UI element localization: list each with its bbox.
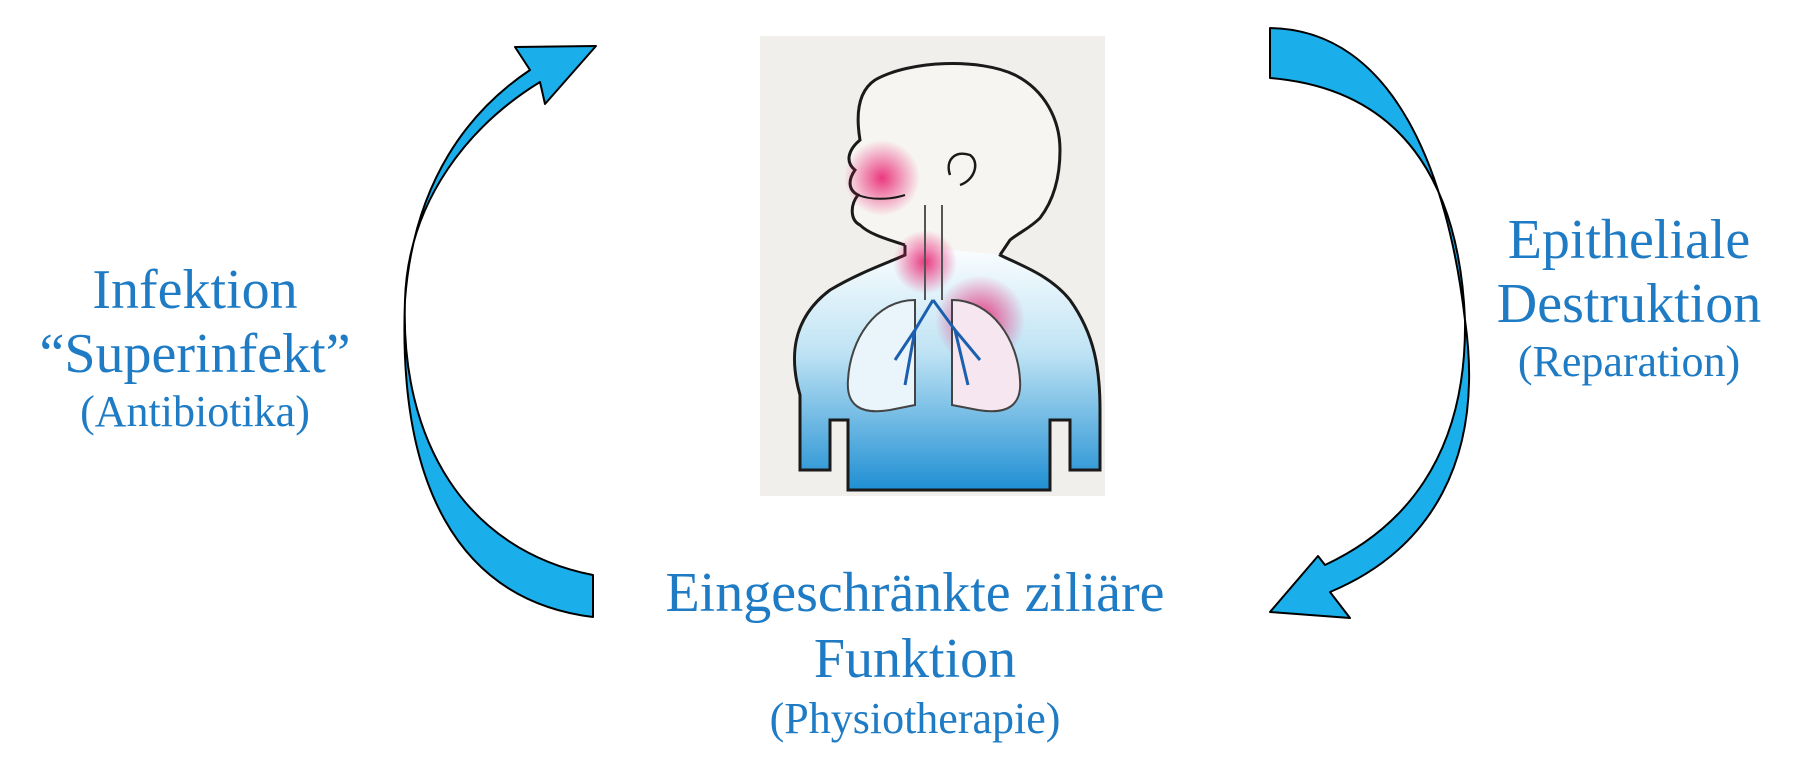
right-cycle-arrow: [1270, 28, 1469, 618]
label-epithelial-destruction: Epitheliale Destruktion (Reparation): [1462, 212, 1796, 384]
infection-line-1: Infektion: [0, 262, 390, 318]
destruction-line-1: Epitheliale: [1462, 212, 1796, 268]
destruction-note: (Reparation): [1462, 340, 1796, 384]
respiratory-illustration: [760, 36, 1105, 496]
ciliary-line-2: Funktion: [600, 631, 1230, 687]
left-cycle-arrow: [404, 46, 596, 617]
destruction-line-2: Destruktion: [1462, 276, 1796, 332]
label-ciliary-function: Eingeschränkte ziliäre Funktion (Physiot…: [600, 565, 1230, 741]
label-infection: Infektion “Superinfekt” (Antibiotika): [0, 262, 390, 434]
ciliary-note: (Physiotherapie): [600, 697, 1230, 741]
infection-note: (Antibiotika): [0, 390, 390, 434]
infection-line-2: “Superinfekt”: [0, 326, 390, 382]
ciliary-line-1: Eingeschränkte ziliäre: [600, 565, 1230, 621]
